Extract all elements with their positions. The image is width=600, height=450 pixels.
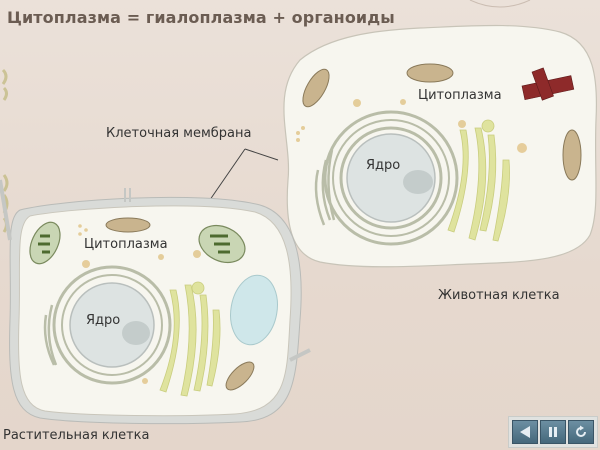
- animal-mitochondria: [302, 63, 582, 181]
- label-plant-cytoplasm: Цитоплазма: [84, 237, 168, 252]
- plant-nucleus: [69, 282, 155, 368]
- animal-cell: [283, 24, 598, 268]
- plant-nucleolus: [122, 321, 150, 345]
- animal-nucleolus: [403, 170, 433, 194]
- plant-mitochondria: [105, 217, 255, 391]
- animal-centriole: [521, 67, 575, 101]
- label-animal-nucleus: Ядро: [366, 158, 401, 173]
- animal-golgi: [447, 119, 510, 242]
- slide-title: Цитоплазма = гиалоплазма + органоиды: [7, 8, 395, 27]
- replay-icon: [576, 425, 586, 437]
- plant-cell: [0, 179, 311, 425]
- label-cell-membrane: Клеточная мембрана: [106, 126, 252, 141]
- back-triangle-icon: [520, 426, 530, 438]
- playback-controls: [508, 416, 598, 448]
- label-plant-nucleus: Ядро: [86, 313, 121, 328]
- label-animal-cytoplasm: Цитоплазма: [418, 88, 502, 103]
- pause-button[interactable]: [540, 420, 566, 444]
- pause-icon: [549, 427, 557, 437]
- label-plant-cell: Растительная клетка: [3, 428, 150, 443]
- plant-golgi: [159, 281, 221, 397]
- membrane-pointer-line: [204, 148, 279, 208]
- plant-chloroplasts: [29, 221, 246, 265]
- animal-nucleus: [346, 133, 436, 223]
- plant-vacuole: [230, 274, 278, 346]
- replay-button[interactable]: [568, 420, 594, 444]
- back-button[interactable]: [512, 420, 538, 444]
- label-animal-cell: Животная клетка: [438, 288, 560, 303]
